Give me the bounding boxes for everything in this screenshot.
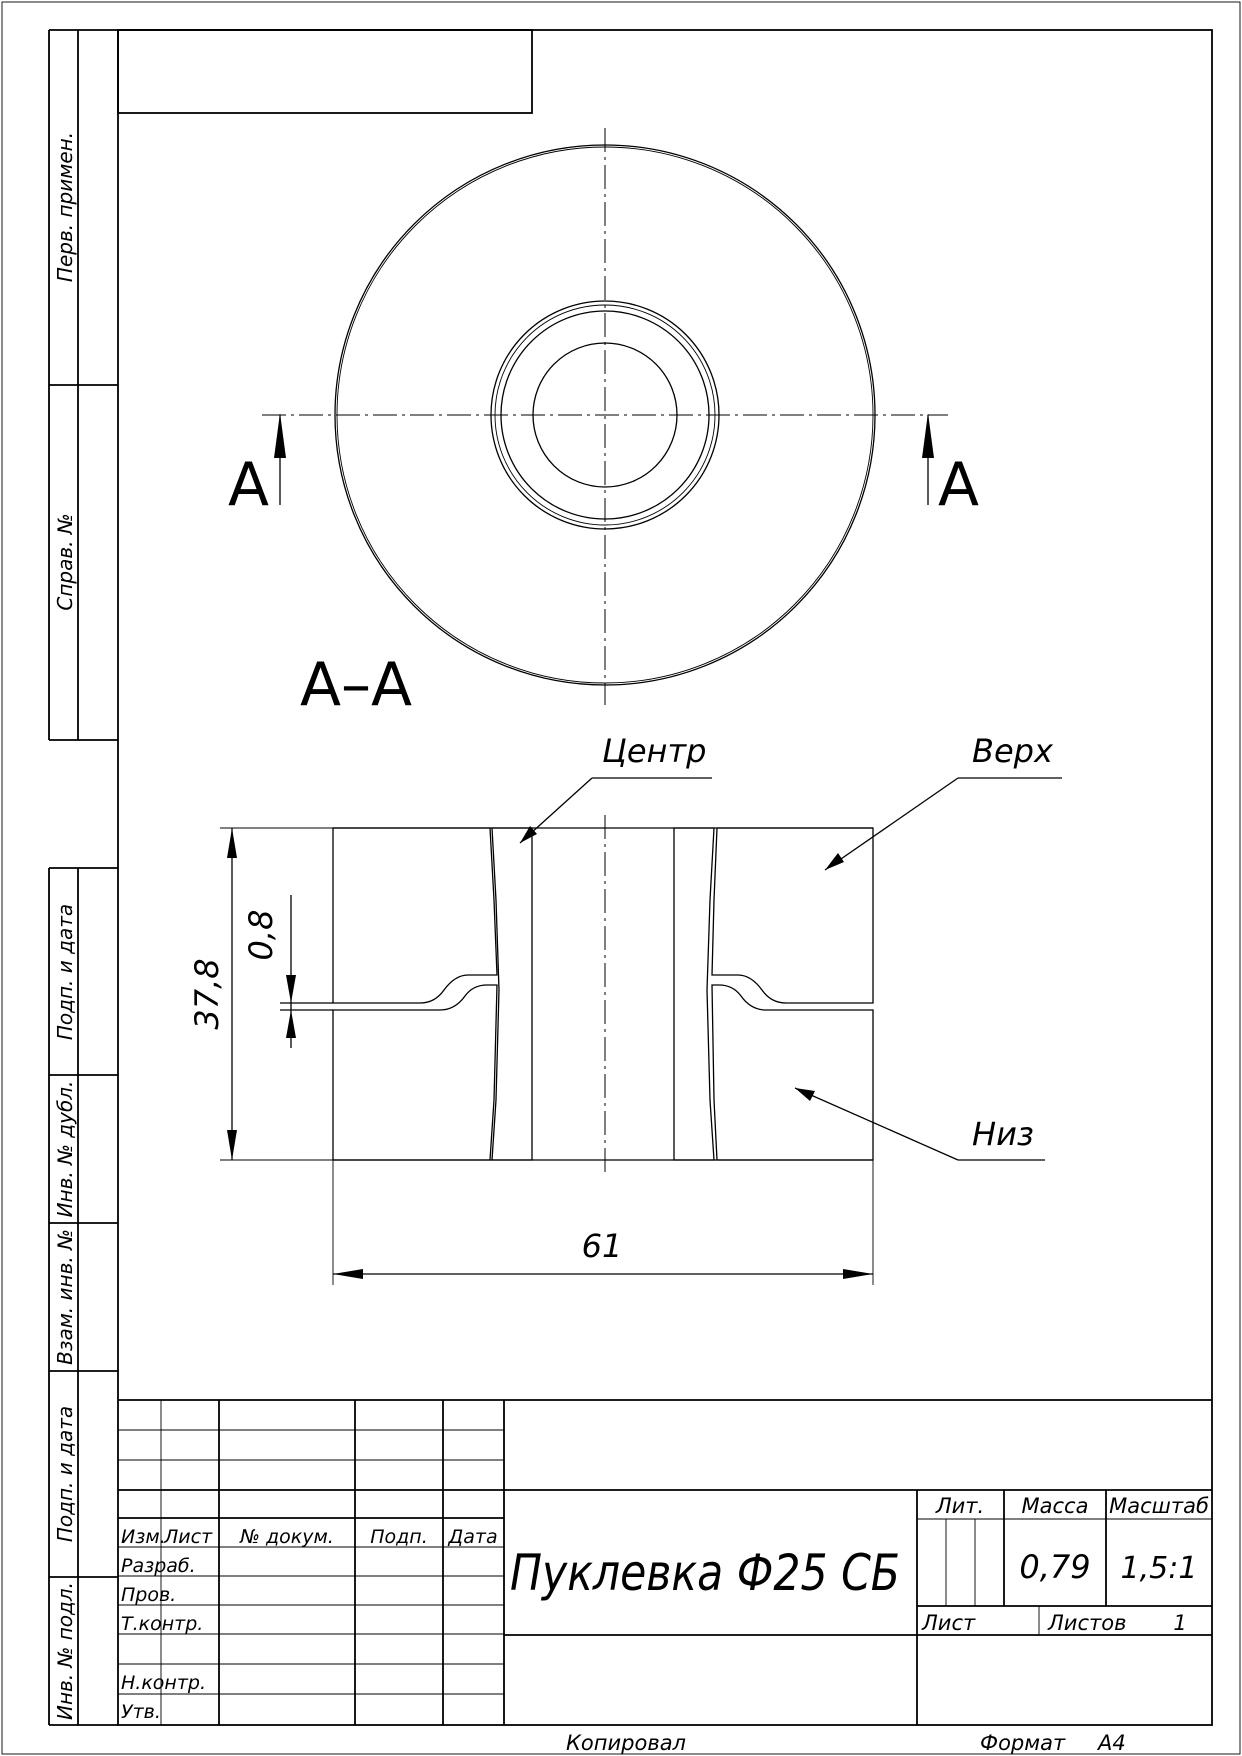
footer-format-value: A4: [1096, 1731, 1126, 1755]
side-label-perv-primen: Перв. примен.: [53, 132, 77, 282]
mass-value: 0,79: [1019, 1548, 1090, 1586]
leader-center: [519, 777, 712, 844]
document-title: Пуклевка Ф25 СБ: [510, 1544, 900, 1602]
cut-letter-left: A: [228, 450, 269, 520]
sheets-value: 1: [1173, 1611, 1186, 1635]
side-label-podp-data-1: Подп. и дата: [53, 904, 77, 1040]
dimension-height: [220, 827, 333, 1161]
leader-top-label: Верх: [972, 732, 1054, 770]
sheets-label: Листов: [1047, 1611, 1126, 1635]
section-arrow-right: [922, 413, 934, 505]
header-izm: Изм.: [121, 1526, 166, 1548]
leader-bottom-label: Низ: [972, 1115, 1034, 1153]
footer-format-label: Формат: [980, 1731, 1066, 1755]
dimension-gap-value: 0,8: [242, 910, 280, 961]
dimension-gap: [286, 895, 296, 1048]
role-utv: Утв.: [121, 1701, 161, 1723]
scale-value: 1,5:1: [1121, 1551, 1198, 1586]
drawing-frame: [117, 29, 1213, 1726]
dimension-width-value: 61: [582, 1227, 623, 1265]
leader-top: [824, 777, 1062, 871]
header-podp: Подп.: [370, 1526, 428, 1548]
side-label-inv-dubl: Инв. № дубл.: [53, 1081, 77, 1218]
leader-bottom: [794, 1087, 1045, 1161]
role-nkontr: Н.контр.: [121, 1672, 206, 1694]
scale-label: Масштаб: [1109, 1494, 1209, 1518]
header-data: Дата: [447, 1526, 497, 1548]
side-label-podp-data-2: Подп. и дата: [53, 1406, 77, 1542]
side-margin: [48, 29, 118, 1726]
leader-center-label: Центр: [602, 732, 706, 770]
mass-label: Масса: [1022, 1494, 1089, 1518]
section-arrow-left: [274, 413, 286, 505]
role-razrab: Разраб.: [121, 1555, 196, 1577]
top-stamp-box: [117, 29, 533, 114]
side-label-vzam-inv: Взам. инв. №: [53, 1229, 77, 1365]
dimension-height-value: 37,8: [188, 958, 226, 1029]
header-list: Лист: [163, 1526, 213, 1548]
header-doc-number: № докум.: [239, 1526, 334, 1548]
footer-copied: Копировал: [566, 1731, 686, 1755]
lit-label: Лит.: [935, 1494, 984, 1518]
section-title: A–A: [300, 650, 412, 720]
side-label-inv-podl: Инв. № подл.: [53, 1582, 77, 1720]
dimension-width: [332, 1160, 874, 1285]
cut-letter-right: A: [938, 450, 979, 520]
side-label-sprav: Справ. №: [53, 513, 77, 610]
top-view: [262, 128, 948, 705]
sheet-label: Лист: [921, 1611, 976, 1635]
section-view: [280, 815, 874, 1175]
role-prov: Пров.: [121, 1584, 176, 1606]
title-block-grid: [118, 1399, 1212, 1725]
role-tkontr: Т.контр.: [121, 1613, 203, 1635]
